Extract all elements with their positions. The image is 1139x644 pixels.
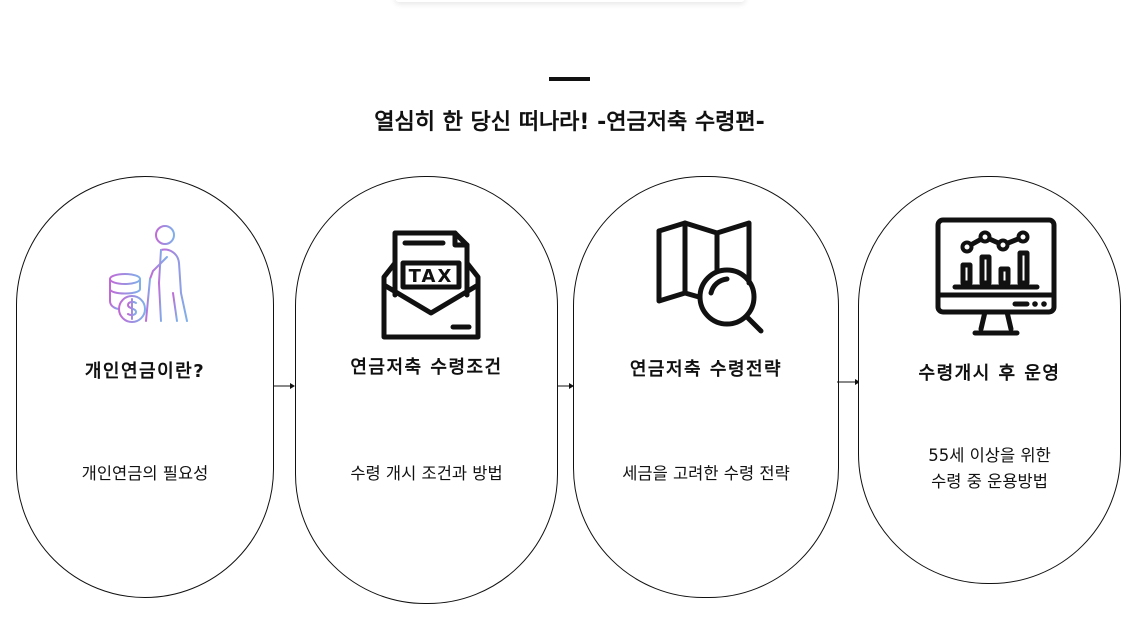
step-description: 55세 이상을 위한 수령 중 운용방법 xyxy=(859,443,1120,495)
step-description-line: 55세 이상을 위한 xyxy=(928,446,1051,465)
page-title: 열심히 한 당신 떠나라! -연금저축 수령편- xyxy=(374,110,765,135)
step-card-withdrawal-strategy[interactable]: 연금저축 수령전략 세금을 고려한 수령 전략 xyxy=(573,176,839,598)
step-description-line: 세금을 고려한 수령 전략 xyxy=(622,464,790,483)
arrow-right-icon xyxy=(274,383,295,389)
step-card-withdrawal-conditions[interactable]: TAX 연금저축 수령조건 수령 개시 조건과 방법 xyxy=(295,176,558,604)
step-title: 수령개시 후 운영 xyxy=(918,363,1061,384)
title-accent-bar xyxy=(549,77,590,81)
top-panel-edge xyxy=(395,0,745,2)
step-card-personal-pension[interactable]: 개인연금이란? 개인연금의 필요성 xyxy=(16,176,274,598)
step-description: 개인연금의 필요성 xyxy=(17,461,273,487)
step-description-line: 수령 개시 조건과 방법 xyxy=(350,464,503,483)
monitor-chart-icon xyxy=(935,217,1057,336)
map-search-icon xyxy=(656,220,764,334)
step-description-line: 수령 중 운용방법 xyxy=(931,472,1048,491)
step-title: 개인연금이란? xyxy=(84,361,206,382)
arrow-right-icon xyxy=(837,379,860,385)
step-title: 연금저축 수령전략 xyxy=(629,359,783,380)
retiree-money-icon xyxy=(109,225,188,323)
tax-envelope-icon: TAX xyxy=(381,230,481,340)
arrow-right-icon xyxy=(557,383,574,389)
tax-label: TAX xyxy=(409,266,454,287)
step-title: 연금저축 수령조건 xyxy=(350,357,503,378)
step-description: 수령 개시 조건과 방법 xyxy=(296,461,557,487)
step-description: 세금을 고려한 수령 전략 xyxy=(574,461,838,487)
step-description-line: 개인연금의 필요성 xyxy=(81,464,209,483)
step-card-post-withdrawal-management[interactable]: 수령개시 후 운영 55세 이상을 위한 수령 중 운용방법 xyxy=(858,176,1121,584)
